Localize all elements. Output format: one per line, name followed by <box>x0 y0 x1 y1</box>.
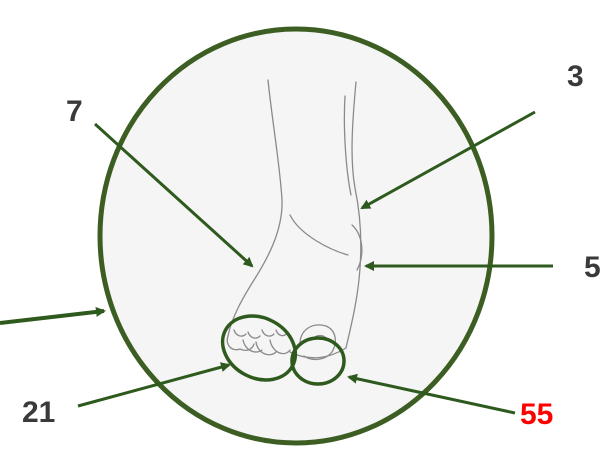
foot-circle <box>100 29 492 443</box>
label-21: 21 <box>22 396 55 429</box>
label-5: 5 <box>584 251 601 284</box>
label-7: 7 <box>66 95 83 128</box>
label-55: 55 <box>520 398 553 431</box>
label-3: 3 <box>567 60 584 93</box>
arrow-left-edge <box>0 311 104 323</box>
